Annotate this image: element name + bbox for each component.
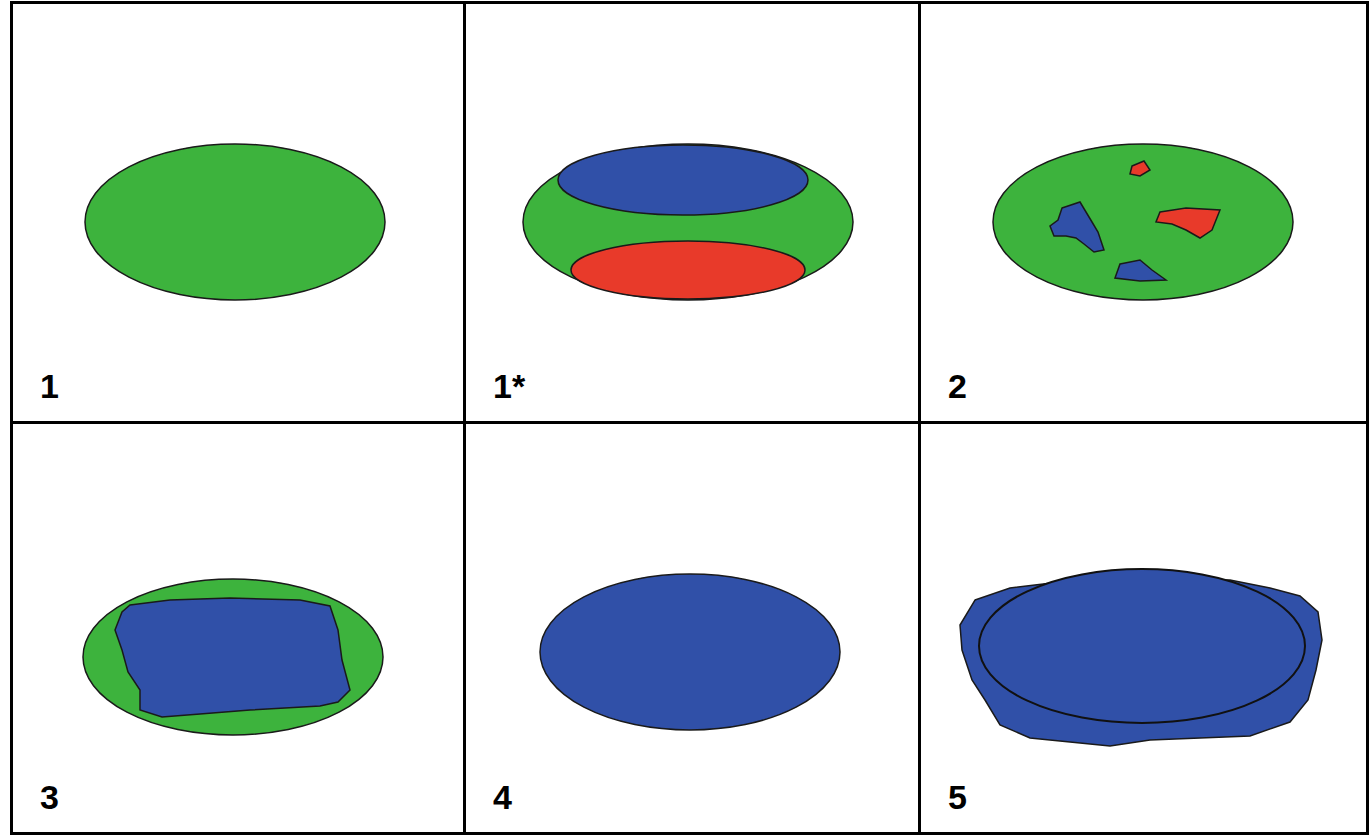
red-patch bbox=[1130, 161, 1150, 176]
panel-frame: 1* bbox=[463, 1, 921, 424]
panel-number: 1* bbox=[493, 369, 525, 403]
green-ellipse bbox=[523, 144, 853, 300]
green-ellipse bbox=[993, 144, 1293, 300]
panel-number: 1 bbox=[40, 369, 59, 403]
blue-region bbox=[115, 598, 350, 717]
blue-region bbox=[558, 145, 808, 215]
panel-number: 4 bbox=[493, 780, 512, 814]
red-patch bbox=[1156, 208, 1220, 238]
green-ellipse bbox=[83, 579, 383, 735]
panel-number: 2 bbox=[948, 369, 967, 403]
green-ellipse bbox=[85, 144, 385, 300]
blue-patch bbox=[1050, 202, 1104, 252]
panel-frame: 5 bbox=[918, 421, 1369, 835]
red-region bbox=[571, 241, 805, 299]
blue-ellipse bbox=[540, 574, 840, 730]
panel-number: 5 bbox=[948, 780, 967, 814]
panel-number: 3 bbox=[40, 780, 59, 814]
panel-frame: 3 bbox=[10, 421, 466, 835]
panel-frame: 2 bbox=[918, 1, 1369, 424]
blue-ellipse bbox=[979, 569, 1305, 723]
blue-patch bbox=[1115, 260, 1166, 281]
panel-frame: 4 bbox=[463, 421, 921, 835]
panel-frame: 1 bbox=[10, 1, 466, 424]
